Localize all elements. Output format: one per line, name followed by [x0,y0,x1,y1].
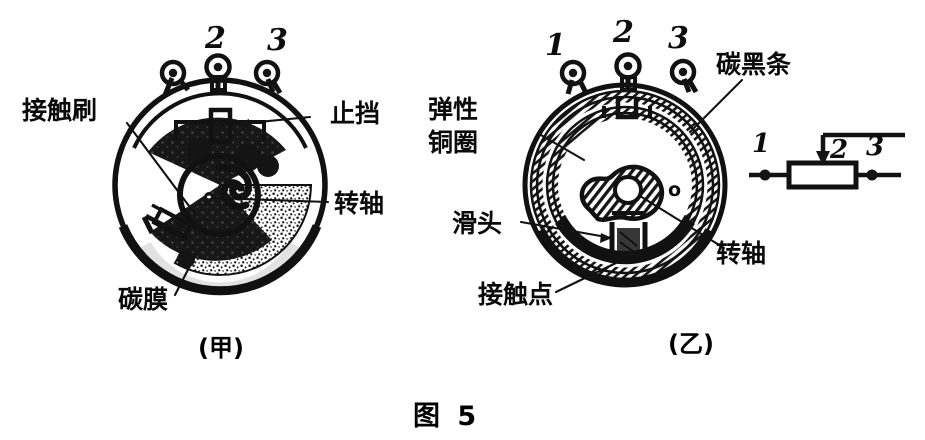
contact-brush-part [141,203,196,241]
film-shadow [139,241,301,296]
node-terminal-1 [759,169,771,181]
arrow-slider-head [600,233,612,243]
schematic-number-2: 2 [829,135,848,165]
label-copper-ring-line1: 弹性 [428,95,478,124]
panel-yi: o 弹性 铜圈 碳黑条 滑头 接触点 转轴 1 [428,15,792,358]
resistor-body [786,160,859,190]
node-terminal-3 [866,169,878,181]
label-slider-head: 滑头 [452,209,502,238]
terminal-lug-1-yi [559,59,589,95]
ring-arc-lower-outer [537,228,713,286]
terminal-2-feed [615,97,639,120]
terminal-lug-3-yi [669,58,699,94]
label-contact-brush: 接触刷 [22,96,97,125]
figure-caption: 图 5 [413,401,480,432]
label-carbon-film: 碳膜 [118,285,168,314]
label-contact-point: 接触点 [478,280,553,309]
label-stop-detent: 止挡 [330,99,380,128]
leader-contact-point [554,260,620,294]
arrow-stop-detent [238,119,249,129]
schematic-number-3: 3 [866,132,884,162]
leader-carbon-film [173,252,198,297]
body-rim-arc-jia [118,224,322,296]
panel-caption-yi: (乙) [668,330,714,358]
panel-jia: 接触刷 止挡 转轴 碳膜 2 3 (甲) [22,21,384,362]
wiper-arrow [816,151,830,166]
slider-contact-block [609,211,648,261]
terminal-number-2-jia: 2 [204,21,226,56]
leader-copper-ring [539,133,586,162]
label-carbon-black-strip: 碳黑条 [716,50,792,79]
terminal-lug-3 [253,59,283,95]
body-inner-arc-jia [132,91,308,149]
leader-stop-detent [236,115,312,126]
terminal-lug-2 [204,53,232,92]
leader-contact-brush [125,121,197,216]
stop-detent-part [174,107,266,145]
terminal-number-3-yi: 3 [668,21,689,56]
leader-slider-head [519,220,614,240]
panel-caption-jia: (甲) [198,334,244,362]
panel-schematic: 1 2 3 [749,129,905,190]
terminal-number-2-yi: 2 [612,15,634,50]
terminal-lugs-yi [559,52,699,95]
spindle-hub-yi [579,164,665,222]
blotch-dot-b [257,155,279,177]
terminal-number-3-jia: 3 [267,23,288,58]
leader-carbon-strip [688,78,744,134]
leader-spindle-jia [212,196,330,204]
label-copper-ring-line2: 铜圈 [428,128,478,157]
schematic-number-1: 1 [752,129,770,159]
hub-marking: o [668,179,681,201]
label-spindle-jia: 转轴 [334,189,384,218]
copper-ring-outline-a [535,95,715,275]
track-blotch-lower [150,185,272,261]
leader-spindle-yi [638,194,726,250]
label-spindle-yi: 转轴 [716,239,766,268]
terminal-number-1-yi: 1 [545,28,566,63]
